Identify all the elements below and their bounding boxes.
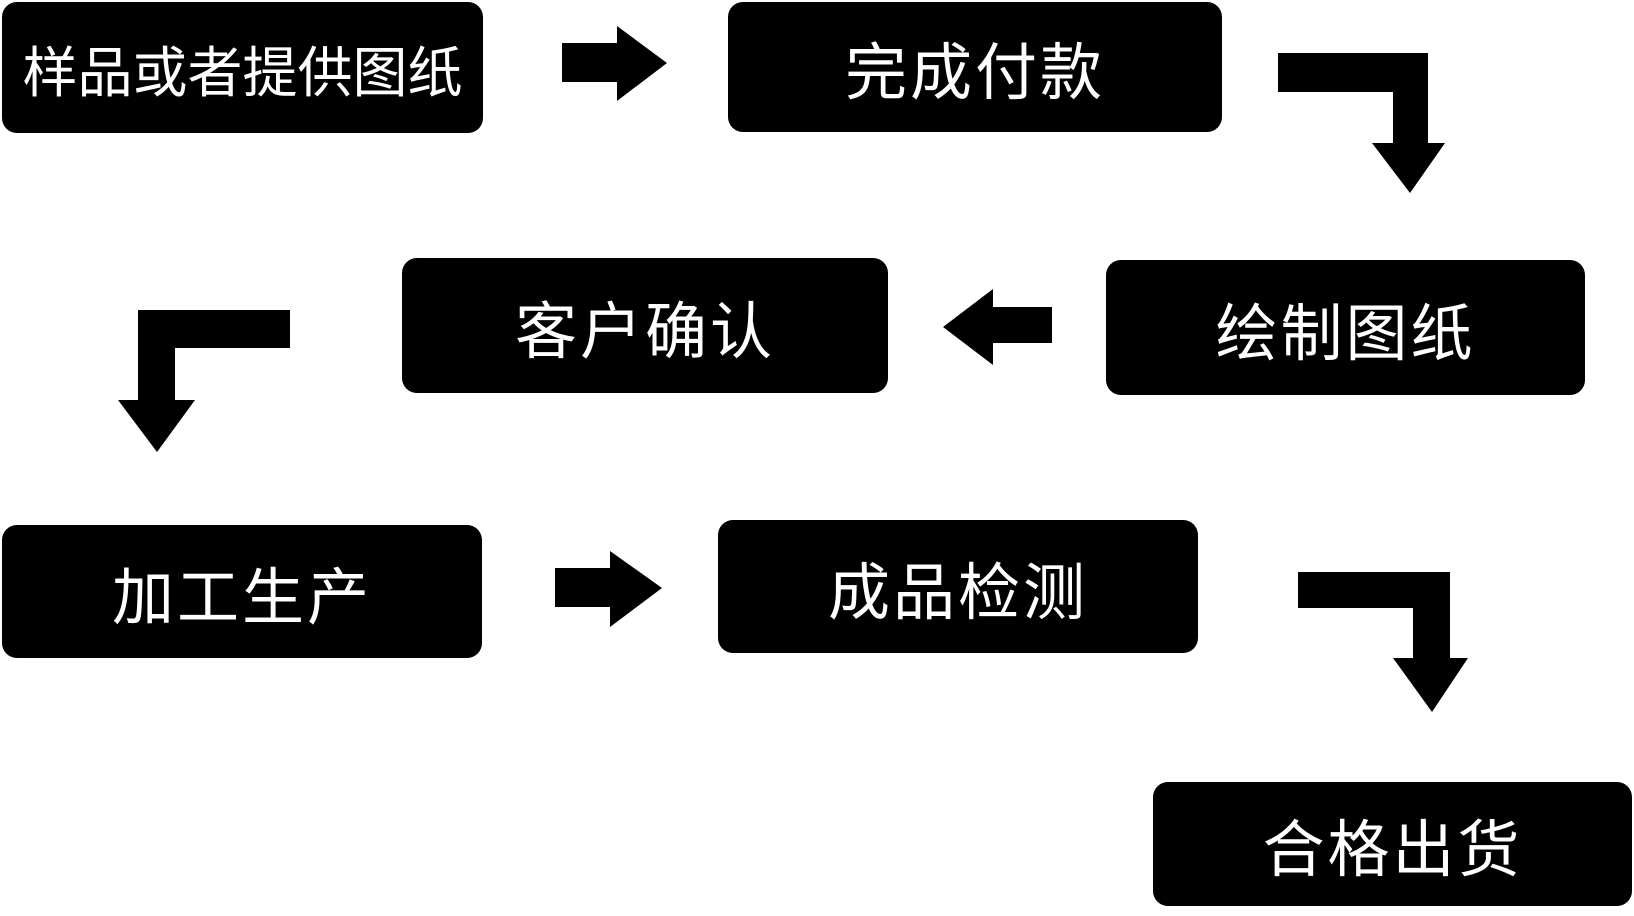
arrow-corner-payment-to-drawing-icon	[1278, 53, 1445, 193]
node-processing-production: 加工生产	[2, 525, 482, 658]
node-draw-drawings: 绘制图纸	[1106, 260, 1585, 395]
node-finished-product-inspection: 成品检测	[718, 520, 1198, 653]
node-customer-confirmation: 客户确认	[402, 258, 888, 393]
arrow-corner-confirm-to-production-icon	[118, 310, 290, 452]
arrow-left-drawing-to-confirm-icon	[943, 289, 1052, 365]
arrow-right-sample-to-payment-icon	[562, 26, 667, 101]
node-complete-payment: 完成付款	[728, 2, 1222, 132]
node-qualified-shipment: 合格出货	[1153, 782, 1632, 906]
arrow-right-production-to-inspection-icon	[555, 551, 662, 627]
arrow-corner-inspection-to-shipment-icon	[1298, 572, 1468, 712]
node-sample-or-drawing: 样品或者提供图纸	[2, 2, 483, 133]
